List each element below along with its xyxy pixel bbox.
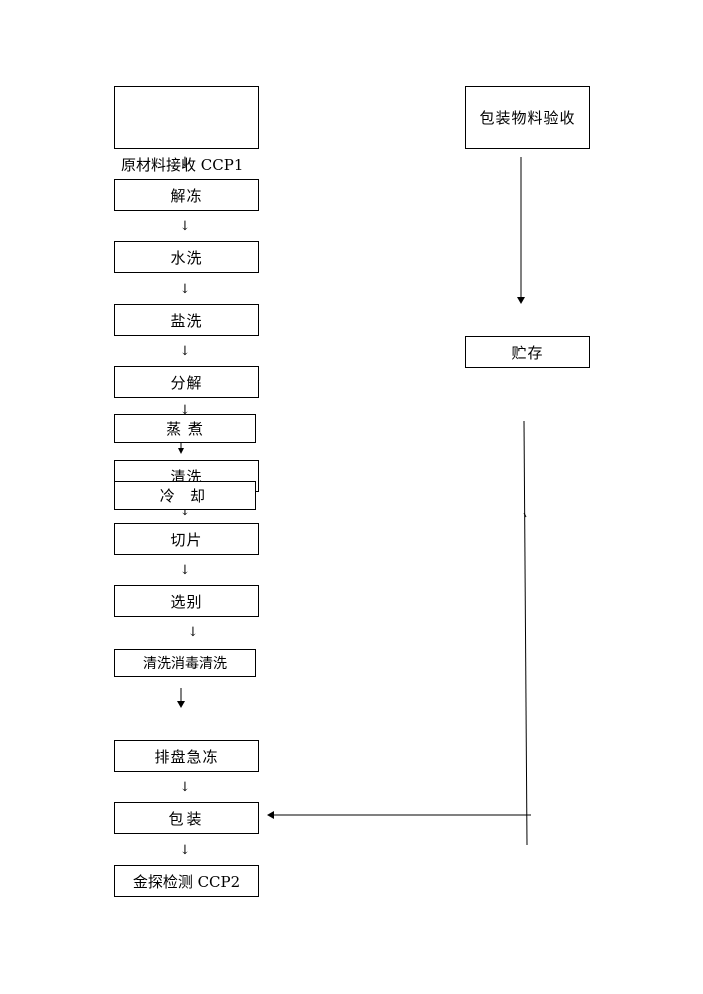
step-salt-wash: 盐洗 (114, 304, 259, 336)
step-steaming: 蒸 煮 (114, 414, 256, 443)
step-clean-disinfect-label: 清洗消毒清洗 (143, 656, 227, 672)
step-tray-freezing-label: 排盘急冻 (154, 747, 219, 766)
step-packaging-material-receiving: 包装物料验收 (465, 86, 590, 149)
step-thawing-label: 解冻 (170, 186, 203, 205)
storage-return-vertical-line (523, 420, 528, 846)
step-tray-freezing: 排盘急冻 (114, 740, 259, 772)
step-dissection: 分解 (114, 366, 259, 398)
step-water-wash: 水洗 (114, 241, 259, 273)
step-storage-label: 贮存 (511, 343, 544, 362)
down-arrow-icon: ↓ (187, 625, 199, 640)
storage-to-packaging-arrowhead (267, 811, 274, 819)
step-sorting-label: 选别 (170, 592, 203, 611)
down-arrow-icon: ↓ (179, 282, 191, 297)
step-steaming-label: 蒸 煮 (166, 420, 204, 438)
step-metal-detection: 金探检测 CCP2 (114, 865, 259, 897)
step-slicing: 切片 (114, 523, 259, 555)
step-clean-disinfect: 清洗消毒清洗 (114, 649, 256, 677)
step-cooling: 冷 却 (114, 481, 256, 510)
step-packaging-material-receiving-label: 包装物料验收 (479, 109, 576, 127)
down-arrow-icon: ↓ (179, 155, 191, 170)
down-arrow-icon: ↓ (179, 403, 191, 418)
step-raw-material-receiving-line1: 原材料接收 CCP1 (121, 156, 244, 174)
step-slicing-label: 切片 (170, 530, 203, 549)
step-water-wash-label: 水洗 (170, 248, 203, 267)
steaming-to-cleaning-arrowhead (178, 448, 184, 454)
down-arrow-icon: ↓ (179, 219, 191, 234)
step-cooling-label: 冷 却 (159, 487, 211, 505)
packaging-material-to-storage-arrowhead (517, 297, 525, 304)
step-dissection-label: 分解 (170, 373, 203, 392)
step-packaging-label: 包装 (168, 809, 205, 828)
step-thawing: 解冻 (114, 179, 259, 211)
down-arrow-icon: ↓ (179, 504, 191, 519)
down-arrow-icon: ↓ (179, 780, 191, 795)
step-salt-wash-label: 盐洗 (170, 311, 203, 330)
step-raw-material-receiving: 原材料接收 CCP1 点 (114, 86, 259, 264)
storage-return-tick-mark (523, 512, 527, 518)
down-arrow-icon: ↓ (179, 563, 191, 578)
step-sorting: 选别 (114, 585, 259, 617)
step-metal-detection-label: 金探检测 CCP2 (132, 872, 241, 891)
down-arrow-icon: ↓ (179, 344, 191, 359)
down-arrow-icon: ↓ (179, 843, 191, 858)
disinfect-to-freezing-arrowhead (177, 701, 185, 708)
step-storage: 贮存 (465, 336, 590, 368)
step-packaging: 包装 (114, 802, 259, 834)
